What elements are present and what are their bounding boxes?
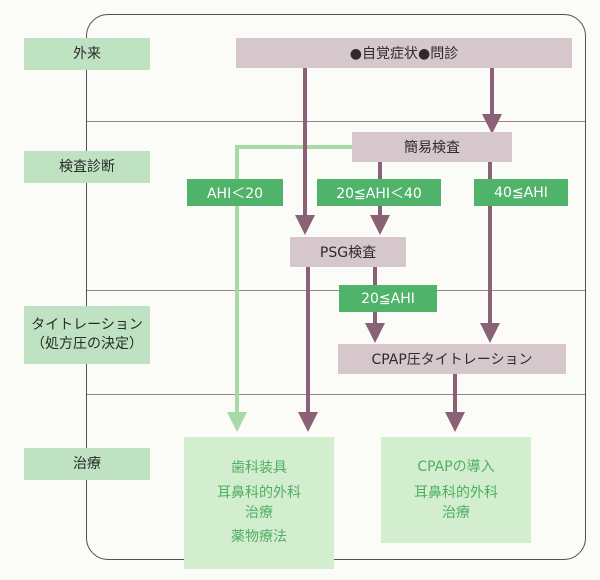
treatment-item: 治療: [245, 505, 273, 521]
treatment-item: 治療: [442, 505, 470, 522]
node-psg-test-label: PSG検査: [319, 245, 377, 261]
condition-ahi-20-40-label: 20≦AHI＜40: [336, 185, 422, 202]
condition-ahi-ge-20-label: 20≦AHI: [361, 290, 415, 307]
node-symptoms-label: ●自覚症状●問診: [349, 46, 459, 62]
condition-ahi-lt-20-label: AHI＜20: [206, 185, 264, 202]
stage-treatment-label: 治療: [73, 455, 101, 472]
node-simple-test-label: 簡易検査: [404, 140, 460, 156]
stage-outpatient: 外来: [24, 38, 150, 70]
node-cpap-titration: CPAP圧タイトレーション: [338, 344, 566, 374]
treatment-item: 耳鼻科的外科: [217, 484, 301, 501]
condition-ahi-20-40: 20≦AHI＜40: [317, 179, 441, 206]
arrow-simple-to-dental: [227, 145, 352, 432]
stage-outpatient-label: 外来: [73, 45, 101, 62]
stage-exam-label: 検査診断: [59, 158, 115, 175]
separator-line: [87, 121, 585, 122]
treatment-item: 薬物療法: [231, 529, 287, 546]
node-psg-test: PSG検査: [290, 237, 406, 267]
stage-titration-label: タイトレーション: [31, 317, 143, 334]
separator-line: [87, 394, 585, 395]
condition-ahi-lt-20: AHI＜20: [187, 179, 283, 206]
treatment-item: CPAPの導入: [417, 458, 495, 475]
condition-ahi-ge-40-label: 40≦AHI: [494, 184, 548, 201]
treatment-item: 歯科装具: [231, 460, 287, 477]
condition-ahi-ge-40: 40≦AHI: [474, 179, 568, 206]
flowchart-frame: [86, 14, 586, 560]
stage-exam: 検査診断: [24, 151, 150, 183]
treatment-item: 耳鼻科的外科: [414, 484, 498, 501]
treatment-dental-box: 歯科装具 耳鼻科的外科 治療 薬物療法: [184, 437, 334, 569]
stage-titration-sublabel: （処方圧の決定）: [31, 336, 143, 352]
stage-treatment: 治療: [24, 448, 150, 480]
condition-ahi-ge-20: 20≦AHI: [339, 285, 437, 312]
treatment-cpap-box: CPAPの導入 耳鼻科的外科 治療: [381, 437, 531, 543]
node-cpap-titration-label: CPAP圧タイトレーション: [371, 352, 533, 368]
node-symptoms: ●自覚症状●問診: [236, 38, 572, 68]
stage-titration: タイトレーション （処方圧の決定）: [24, 306, 150, 364]
node-simple-test: 簡易検査: [352, 132, 512, 162]
separator-line: [87, 290, 585, 291]
